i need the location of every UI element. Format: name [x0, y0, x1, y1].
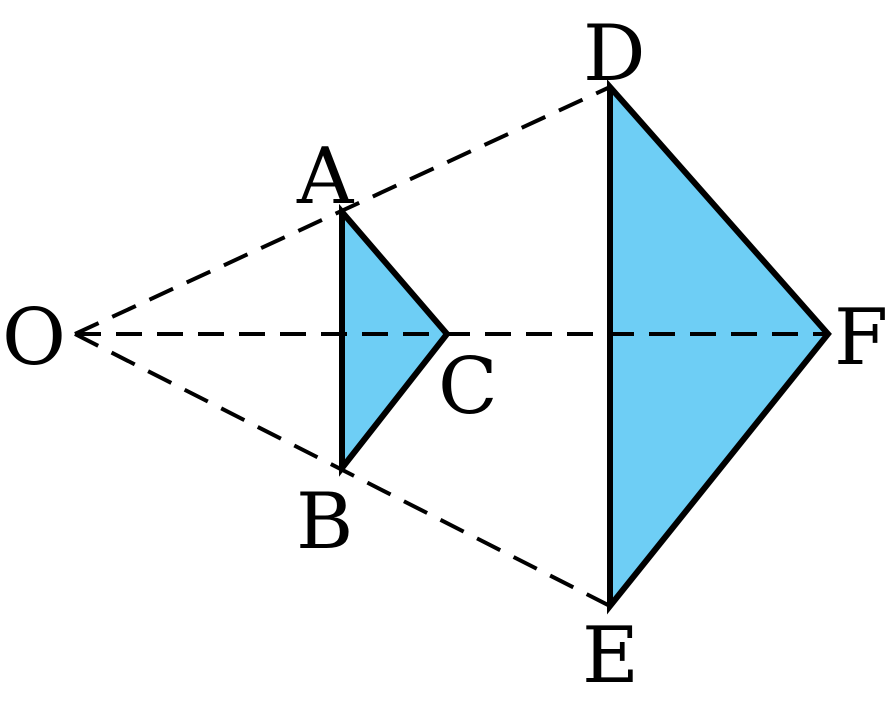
label-b: B [296, 477, 353, 567]
label-o: O [2, 293, 66, 383]
label-f: F [834, 293, 888, 383]
ray-o-e [74, 332, 611, 608]
label-c: C [438, 342, 498, 432]
triangle-def [607, 79, 832, 615]
label-e: E [582, 611, 639, 701]
label-d: D [583, 9, 646, 99]
triangle-abc [339, 203, 451, 477]
ray-o-d [74, 85, 611, 336]
label-a: A [296, 132, 355, 222]
